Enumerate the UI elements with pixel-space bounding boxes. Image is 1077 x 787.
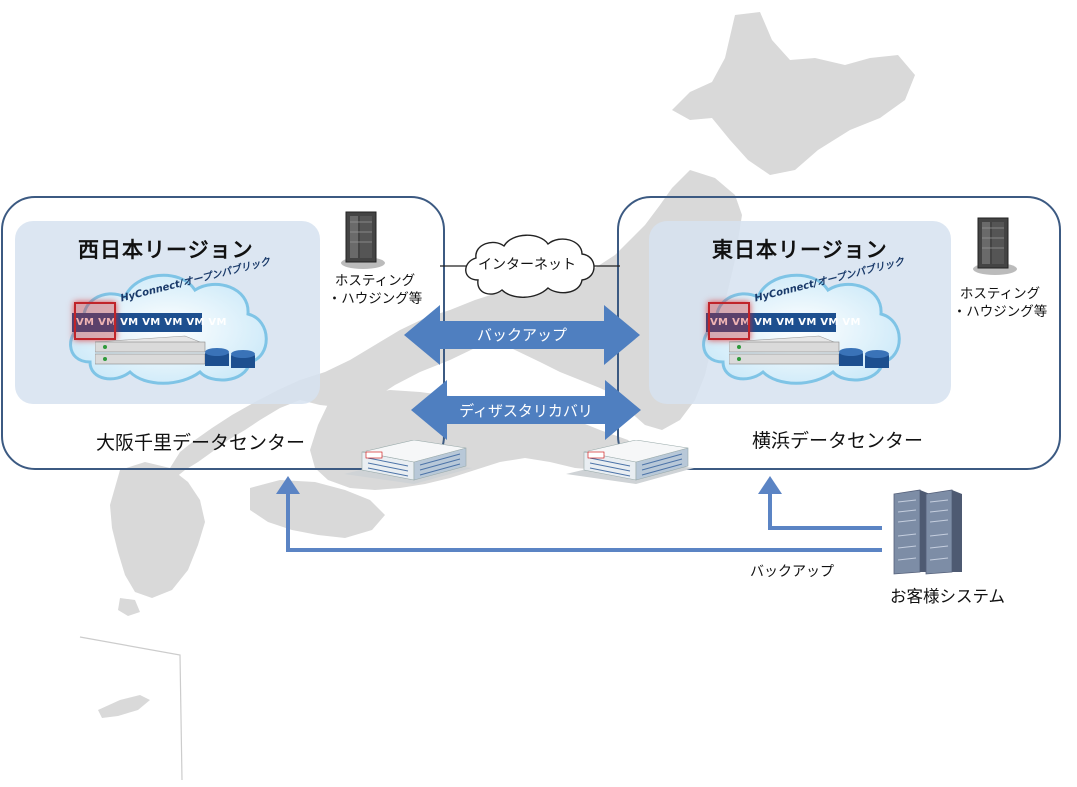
customer-rack-server-icon bbox=[893, 489, 962, 575]
west-vm-bar: VM VM VM VM VM VM VM bbox=[72, 313, 226, 332]
east-region-title: 東日本リージョン bbox=[712, 238, 888, 262]
customer-system-label: お客様システム bbox=[890, 587, 1006, 606]
east-vm-bar: VM VM VM VM VM VM VM bbox=[706, 313, 860, 332]
customer-backup-label: バックアップ bbox=[750, 564, 834, 580]
internet-cloud-icon bbox=[440, 234, 620, 298]
west-hosting-line1: ホスティング bbox=[334, 273, 416, 289]
disaster-recovery-double-arrow bbox=[411, 380, 641, 440]
west-hosting-label: ホスティング ・ハウジング等 bbox=[325, 272, 425, 308]
east-datacenter-label: 横浜データセンター bbox=[752, 430, 924, 452]
east-hosting-line1: ホスティング bbox=[959, 286, 1041, 302]
backup-arrow-label: バックアップ bbox=[476, 326, 567, 344]
disaster-recovery-arrow-label: ディザスタリカバリ bbox=[459, 402, 593, 420]
east-hosting-label: ホスティング ・ハウジング等 bbox=[950, 285, 1050, 321]
east-server-icon bbox=[729, 335, 889, 368]
east-hosting-server-icon bbox=[973, 217, 1017, 275]
east-hosting-line2: ・ハウジング等 bbox=[952, 304, 1048, 320]
west-server-icon bbox=[95, 335, 255, 368]
west-vm-highlight bbox=[74, 302, 116, 340]
west-building-icon bbox=[344, 440, 472, 484]
west-region-title: 西日本リージョン bbox=[78, 238, 254, 262]
east-vm-highlight bbox=[708, 302, 750, 340]
west-datacenter-label: 大阪千里データセンター bbox=[96, 432, 306, 454]
east-building-icon bbox=[566, 440, 694, 484]
backup-double-arrow bbox=[404, 305, 640, 365]
west-hosting-line2: ・ハウジング等 bbox=[327, 291, 423, 307]
internet-label: インターネット bbox=[478, 257, 576, 273]
west-hosting-server-icon bbox=[341, 211, 385, 269]
